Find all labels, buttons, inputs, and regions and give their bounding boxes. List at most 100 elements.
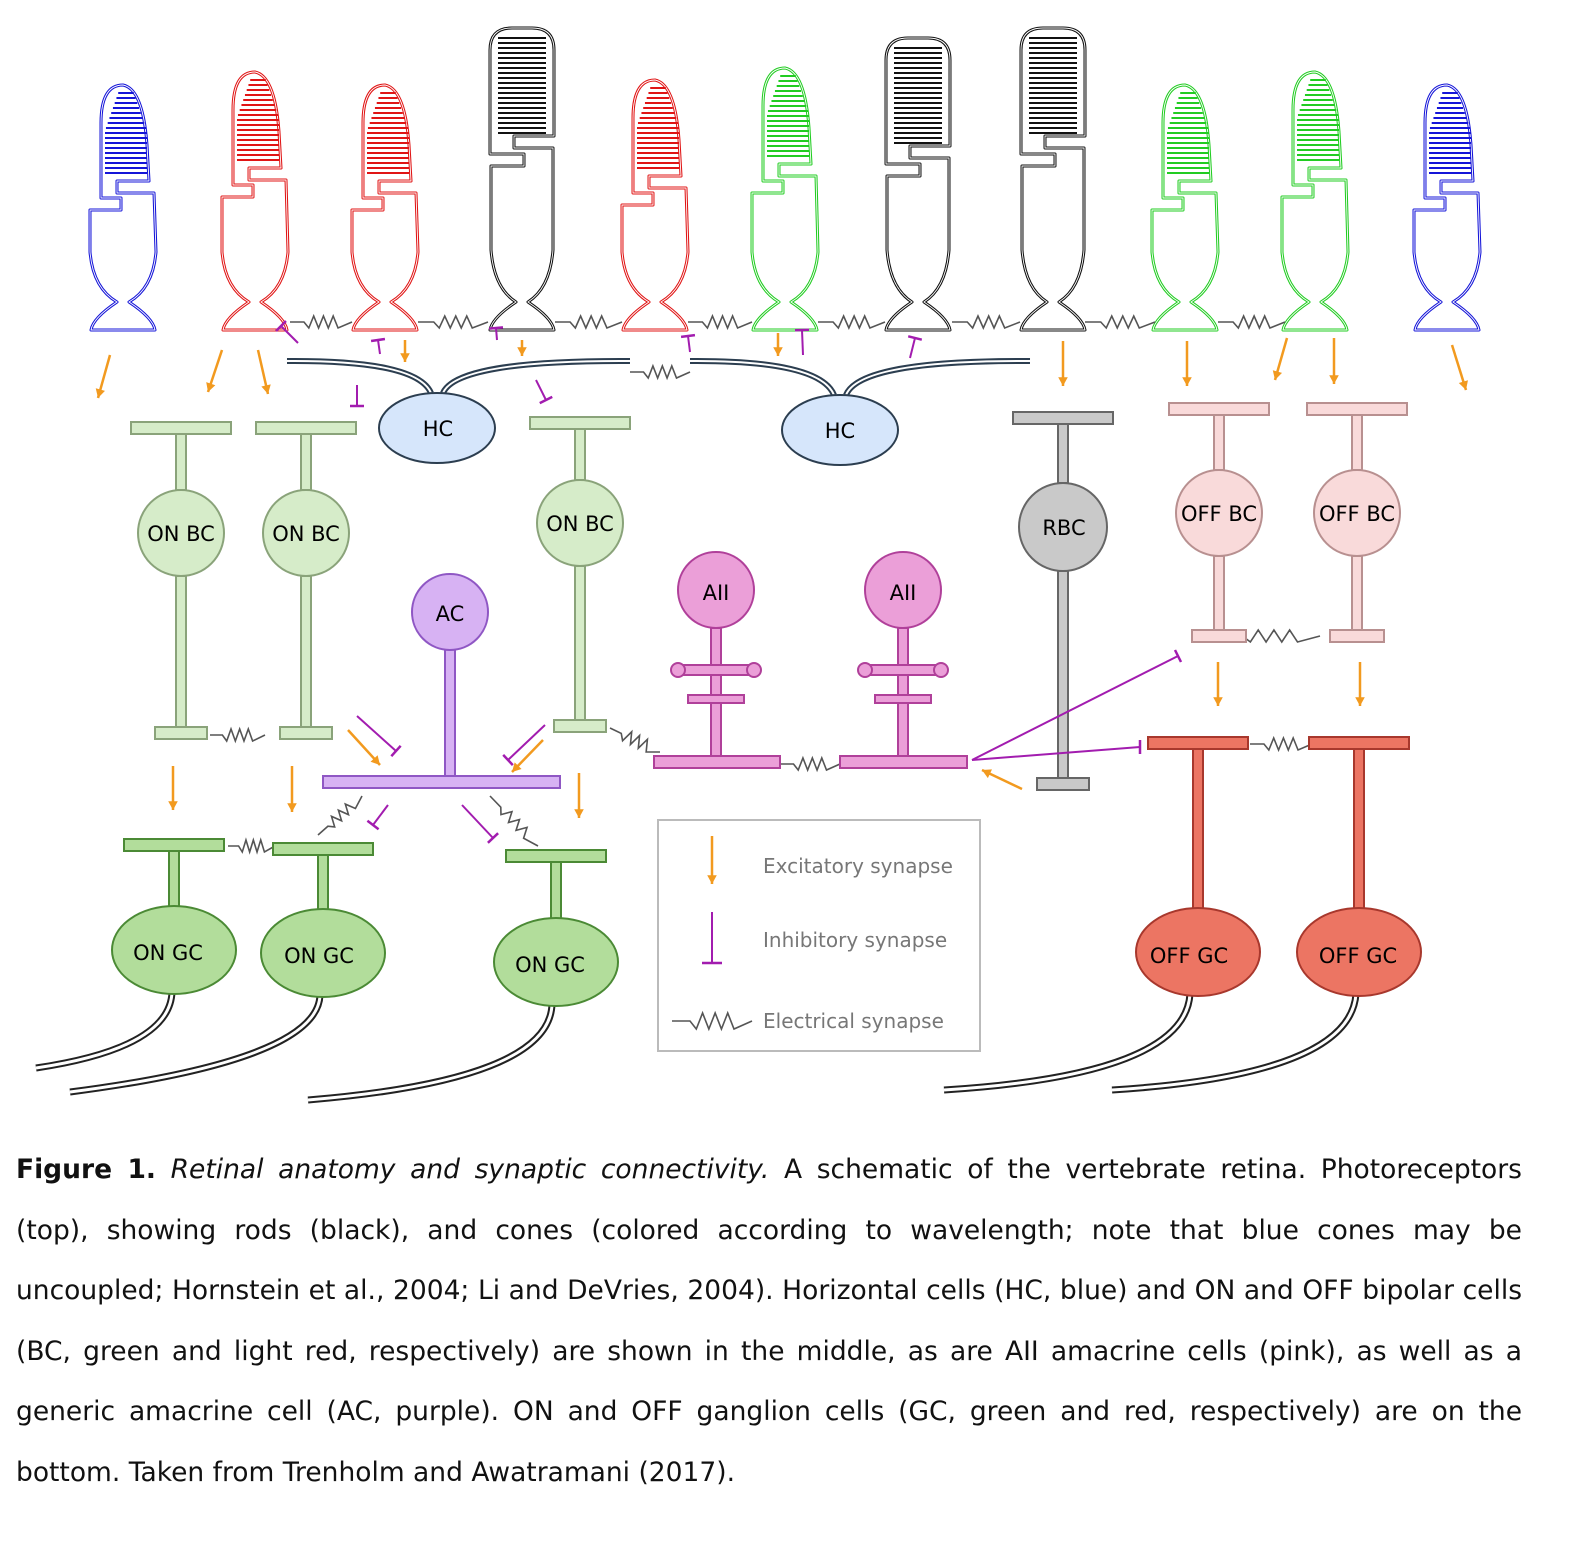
on-bc-label: ON BC xyxy=(546,512,614,536)
legend: Excitatory synapse Inhibitory synapse El… xyxy=(657,819,981,1052)
gc-axon xyxy=(307,1003,556,1104)
gc-dendrite-bar xyxy=(1308,736,1410,750)
bc-stalk xyxy=(1057,423,1069,484)
inhibitory-bar xyxy=(487,832,499,844)
ac-soma xyxy=(411,573,489,651)
inhibitory-bar xyxy=(907,335,923,341)
gc-soma xyxy=(493,917,619,1007)
rod-bipolar-cell xyxy=(1012,411,1114,791)
photoreceptor-outline xyxy=(884,36,952,332)
hc-dendrite-core xyxy=(689,359,835,396)
electrical-synapse xyxy=(228,837,276,855)
bc-axon xyxy=(1213,555,1225,631)
inhibitory-stem xyxy=(535,379,547,401)
bc-axon xyxy=(300,575,312,728)
amacrine-cells xyxy=(322,551,968,789)
bc-stalk xyxy=(574,428,586,481)
inhibitory-bar xyxy=(370,337,386,343)
excitatory-arrowhead xyxy=(1058,377,1068,386)
inhibitory-stem xyxy=(280,325,299,344)
electrical-synapse xyxy=(688,313,753,331)
gc-dendrite xyxy=(317,854,329,913)
inhibitory-bar xyxy=(275,320,287,332)
horizontal-cells xyxy=(286,357,1031,466)
photoreceptor-outline xyxy=(750,66,820,332)
electrical-synapse xyxy=(672,1010,753,1032)
photoreceptor-inner xyxy=(1020,27,1086,331)
electrical-synapse xyxy=(1218,314,1286,330)
green-cone xyxy=(1150,83,1220,332)
rod xyxy=(884,36,952,332)
aii-terminal xyxy=(653,755,781,769)
bc-soma xyxy=(1313,469,1401,557)
hc-dendrite xyxy=(843,357,1031,397)
horizontal-cell xyxy=(286,357,631,464)
excitatory-arrowhead xyxy=(1213,697,1223,706)
bc-stalk xyxy=(300,433,312,491)
green-cone xyxy=(1280,70,1350,332)
photoreceptor-inner xyxy=(1151,84,1219,331)
inhibitory-stem xyxy=(461,804,494,839)
gc-axon-core xyxy=(943,993,1192,1092)
bc-dendrite-bar xyxy=(529,416,631,430)
bc-axon xyxy=(1351,555,1363,631)
hc-dendrite xyxy=(440,357,631,395)
electrical-synapse xyxy=(1085,314,1156,330)
on-bc-label: ON BC xyxy=(147,522,215,546)
photoreceptor-inner xyxy=(621,79,689,331)
on-gc-label: ON GC xyxy=(133,941,203,965)
electrical-synapse xyxy=(952,314,1021,330)
excitatory-arrowhead xyxy=(261,384,271,394)
bc-terminal xyxy=(1329,629,1385,643)
bc-dendrite-bar xyxy=(255,421,357,435)
excitatory-arrowhead xyxy=(1272,370,1283,380)
gc-dendrite xyxy=(550,861,562,922)
rbc-label: RBC xyxy=(1042,516,1085,540)
off-bipolar-cell xyxy=(1168,402,1270,643)
chemical-synapses xyxy=(95,320,1468,844)
aii-amacrine-cell xyxy=(857,551,949,757)
rod xyxy=(488,26,556,332)
hc-dendrite xyxy=(689,357,837,397)
gc-axon-core xyxy=(307,1003,554,1102)
cell-labels: HC HC ON BC ON BC ON BC RBC OFF BC OFF B… xyxy=(133,417,1397,977)
bc-axon xyxy=(175,575,187,728)
electrical-synapse xyxy=(418,314,489,330)
excitatory-arrowhead xyxy=(287,803,297,812)
electrical-synapse xyxy=(290,313,353,331)
red-cone xyxy=(620,78,690,332)
photoreceptor-row xyxy=(88,26,1482,332)
electrical-synapse xyxy=(609,727,661,753)
gc-dendrite-bar xyxy=(505,849,607,863)
gc-dendrite-bar xyxy=(272,842,374,856)
bc-terminal xyxy=(553,719,607,733)
on-ganglion-cell xyxy=(69,842,386,1096)
off-gc-label: OFF GC xyxy=(1150,944,1228,968)
bc-soma xyxy=(137,489,225,577)
gc-dendrite-bar xyxy=(1147,736,1249,750)
excitatory-arrowhead xyxy=(574,809,584,818)
on-gc-label: ON GC xyxy=(284,944,354,968)
gc-dendrite xyxy=(1192,748,1204,912)
on-bc-label: ON BC xyxy=(272,522,340,546)
blue-cone xyxy=(88,83,158,332)
hc-dendrite-core xyxy=(286,359,432,394)
figure-label: Figure 1. xyxy=(16,1154,156,1185)
electrical-synapse xyxy=(630,363,691,381)
aii-lobule xyxy=(933,662,949,678)
electrical-synapse xyxy=(210,726,266,744)
inhibitory-stem xyxy=(377,339,381,355)
inhibitory-bar xyxy=(680,333,696,339)
photoreceptor-outline xyxy=(1150,83,1220,332)
on-ganglion-cell xyxy=(35,838,237,1072)
hc-label: HC xyxy=(825,419,855,443)
hc-soma xyxy=(781,394,899,466)
bc-dendrite-bar xyxy=(1012,411,1114,425)
aii-terminal xyxy=(839,755,968,769)
excitatory-arrowhead xyxy=(707,875,717,884)
photoreceptor-inner xyxy=(221,71,289,331)
electrical-synapse xyxy=(780,755,841,773)
bc-dendrite-bar xyxy=(1168,402,1270,416)
hc-dendrite xyxy=(286,357,434,395)
inhibitory-stem xyxy=(971,655,1179,761)
